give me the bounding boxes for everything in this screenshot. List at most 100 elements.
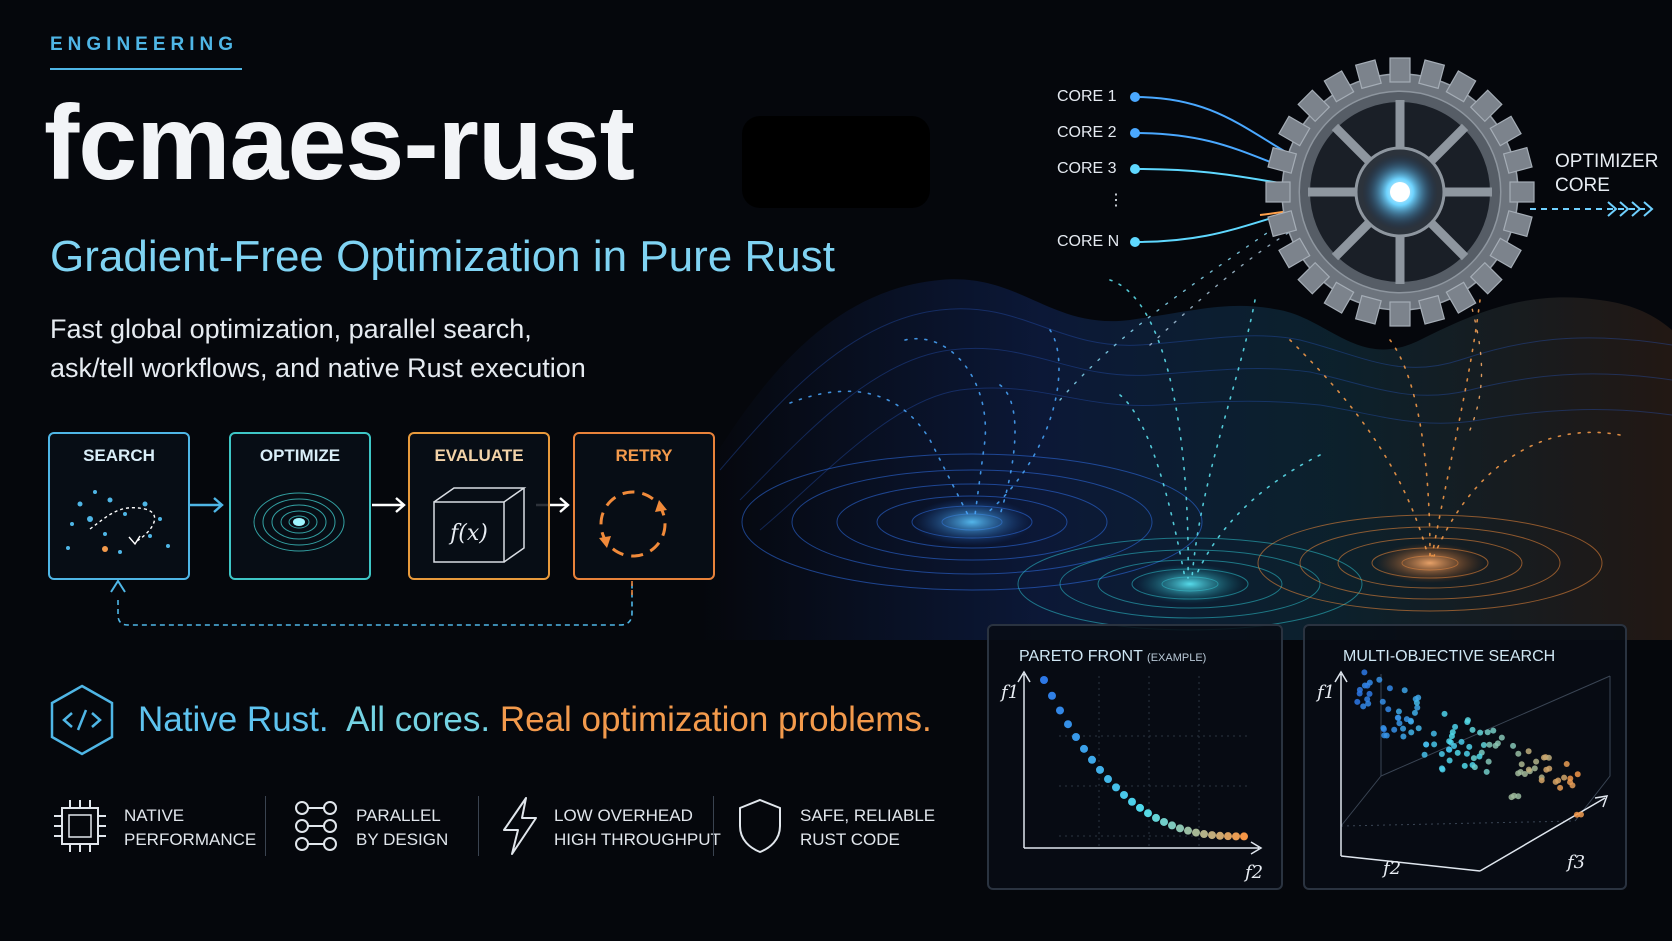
multi-point (1543, 766, 1550, 773)
multi-point (1385, 706, 1392, 713)
multi-point (1484, 729, 1491, 736)
feature-safe: SAFE, RELIABLE RUST CODE (736, 796, 936, 856)
multi-point (1557, 784, 1564, 791)
pareto-point (1144, 809, 1152, 818)
tagline: Native Rust. All cores. Real optimizatio… (138, 700, 932, 740)
step-label: SEARCH (83, 446, 155, 465)
function-cube-icon: f(x) (433, 487, 527, 563)
description-line-2: ask/tell workflows, and native Rust exec… (50, 353, 586, 383)
multi-point (1396, 720, 1403, 727)
feature-line-2: PERFORMANCE (124, 830, 257, 849)
multi-point (1379, 698, 1386, 705)
code-hex-icon (50, 684, 114, 756)
panel-title: PARETO FRONT (EXAMPLE) (1019, 648, 1206, 666)
pareto-y-label: f1 (999, 682, 1019, 703)
multi-point (1567, 779, 1574, 786)
multi-point (1454, 749, 1461, 756)
multi-point (1401, 687, 1408, 694)
pareto-point (1136, 803, 1144, 812)
multi-point (1423, 741, 1430, 748)
pipeline-step-optimize: OPTIMIZE (229, 432, 371, 580)
multi-point (1413, 699, 1420, 706)
pareto-point (1128, 797, 1136, 806)
tagline-part-3: Real optimization problems. (499, 700, 932, 739)
loss-landscape (700, 279, 1672, 640)
multi-point (1574, 771, 1581, 778)
multi-point (1411, 709, 1418, 716)
core-ellipsis: ⋮ (1108, 192, 1124, 209)
contour-target-icon (253, 492, 345, 552)
feature-low-overhead: LOW OVERHEAD HIGH THROUGHPUT (498, 796, 721, 856)
parallel-nodes-icon (295, 801, 337, 851)
multi-point (1421, 751, 1428, 758)
multi-point (1356, 690, 1363, 697)
pareto-point (1096, 765, 1104, 774)
pareto-point (1064, 720, 1072, 729)
multi-point (1573, 811, 1580, 818)
multi-point (1464, 717, 1471, 724)
pareto-point (1232, 832, 1240, 841)
multi-point (1510, 742, 1517, 749)
multi-point (1490, 727, 1497, 734)
multi-point (1463, 750, 1470, 757)
multi-point (1400, 733, 1407, 740)
step-label: RETRY (615, 446, 673, 465)
multi-point (1545, 754, 1552, 761)
retry-loop-arrow (117, 580, 633, 626)
multi-point (1477, 729, 1484, 736)
pareto-point (1080, 744, 1088, 753)
pareto-point (1072, 733, 1080, 742)
chip-icon (54, 800, 106, 852)
description: Fast global optimization, parallel searc… (50, 310, 586, 388)
scatter-search-icon (66, 490, 170, 554)
multi-point (1515, 750, 1522, 757)
core-label-2: CORE 2 (1057, 124, 1117, 141)
pareto-plot: f1 f2 (999, 670, 1263, 883)
pareto-point (1208, 831, 1216, 840)
core-label-3: CORE 3 (1057, 160, 1117, 177)
pareto-point (1048, 691, 1056, 700)
multi-point (1485, 758, 1492, 765)
multi-point (1540, 754, 1547, 761)
multi-point (1483, 768, 1490, 775)
pareto-point (1056, 706, 1064, 715)
page-subtitle: Gradient-Free Optimization in Pure Rust (50, 232, 835, 281)
step-label: OPTIMIZE (259, 446, 341, 465)
pareto-point (1224, 832, 1232, 841)
multi-point (1415, 725, 1422, 732)
multi-point (1403, 716, 1410, 723)
feature-line-2: RUST CODE (800, 830, 900, 849)
multi-point (1400, 725, 1407, 732)
multi-point (1525, 766, 1532, 773)
shield-icon (739, 798, 781, 854)
tagline-part-2: All cores. (346, 700, 491, 739)
multi-point (1361, 669, 1368, 676)
multi-point (1394, 714, 1401, 721)
multi-point (1469, 726, 1476, 733)
blue-trajectories (789, 329, 1060, 516)
pareto-point (1088, 755, 1096, 764)
multi-point (1438, 765, 1445, 772)
multi-point (1408, 729, 1415, 736)
multi-point (1438, 750, 1445, 757)
multi-point (1476, 753, 1483, 760)
orange-trajectories (1289, 299, 1621, 557)
multi-point (1395, 708, 1402, 715)
feature-line-1: NATIVE (124, 806, 185, 825)
multi-point (1471, 764, 1478, 771)
multi-title: MULTI-OBJECTIVE SEARCH (1343, 648, 1556, 665)
multi-point (1448, 733, 1455, 740)
pareto-point (1104, 775, 1112, 784)
cyan-trajectories (1109, 279, 1321, 579)
pipeline-step-search: SEARCH (48, 432, 190, 580)
pareto-x-label: f2 (1243, 862, 1263, 883)
page-title: fcmaes-rust (44, 84, 635, 202)
optimizer-gear (1265, 57, 1535, 327)
multi-point (1445, 746, 1452, 753)
multi-point (1383, 732, 1390, 739)
multi-point (1538, 777, 1545, 784)
pareto-point (1240, 832, 1248, 841)
pareto-title: PARETO FRONT (1019, 648, 1143, 665)
multi-point (1531, 765, 1538, 772)
